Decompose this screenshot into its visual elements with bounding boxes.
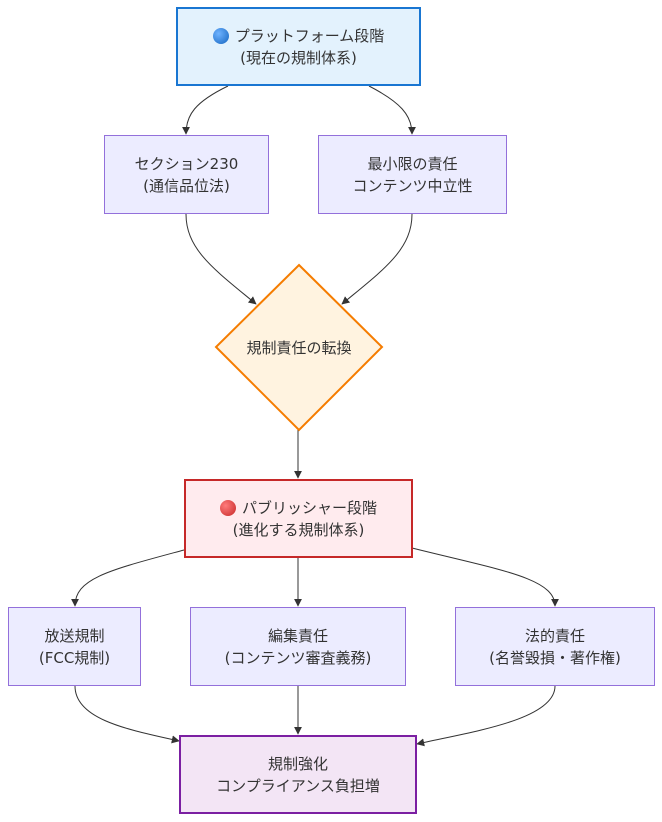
edge-platform-minimal [368,85,416,135]
node-editorial-line1: 編集責任 [267,626,328,645]
node-platform-line2: (現在の規制体系) [240,48,357,67]
node-publisher-title-row: パブリッシャー段階 [219,497,377,519]
node-editorial-line2: (コンテンツ審査義務) [224,648,372,667]
node-legal-line2: (名誉毀損・著作権) [489,648,621,667]
blue-circle-icon [212,27,229,44]
node-platform-line1: プラットフォーム段階 [234,26,385,45]
node-strengthen-line1: 規制強化 [267,754,328,773]
node-regulation-strengthening: 規制強化 コンプライアンス負担増 [179,735,417,814]
node-section230-line1: セクション230 [134,154,239,173]
edge-platform-section230 [182,85,229,135]
node-editorial-responsibility: 編集責任 (コンテンツ審査義務) [190,607,406,686]
node-responsibility-shift-label: 規制責任の転換 [246,338,352,357]
edge-legal-strengthen [416,685,556,747]
node-broadcast-regulation: 放送規制 (FCC規制) [8,607,141,686]
red-circle-icon [219,499,236,516]
node-strengthen-line2: コンプライアンス負担増 [216,776,380,795]
edge-publisher-legal [411,547,559,607]
node-minimal-liability: 最小限の責任 コンテンツ中立性 [318,135,507,214]
edge-broadcast-strengthen [74,685,180,744]
edge-publisher-broadcast [71,549,185,607]
decision-diamond-shape [214,263,384,432]
node-legal-line1: 法的責任 [524,626,585,645]
node-minimal-line2: コンテンツ中立性 [352,176,473,195]
node-publisher-stage: パブリッシャー段階 (進化する規制体系) [184,479,413,558]
node-publisher-line1: パブリッシャー段階 [241,498,377,517]
node-broadcast-line2: (FCC規制) [38,648,111,667]
node-minimal-line1: 最小限の責任 [367,154,458,173]
edge-section230-shift [185,213,257,305]
node-legal-responsibility: 法的責任 (名誉毀損・著作権) [455,607,655,686]
node-section230-line2: (通信品位法) [143,176,230,195]
node-section230: セクション230 (通信品位法) [104,135,269,214]
node-platform-title-row: プラットフォーム段階 [212,25,385,47]
edges [71,85,559,747]
node-platform-stage: プラットフォーム段階 (現在の規制体系) [176,7,421,86]
node-publisher-line2: (進化する規制体系) [232,520,365,539]
node-broadcast-line1: 放送規制 [44,626,105,645]
edge-minimal-shift [341,213,413,305]
